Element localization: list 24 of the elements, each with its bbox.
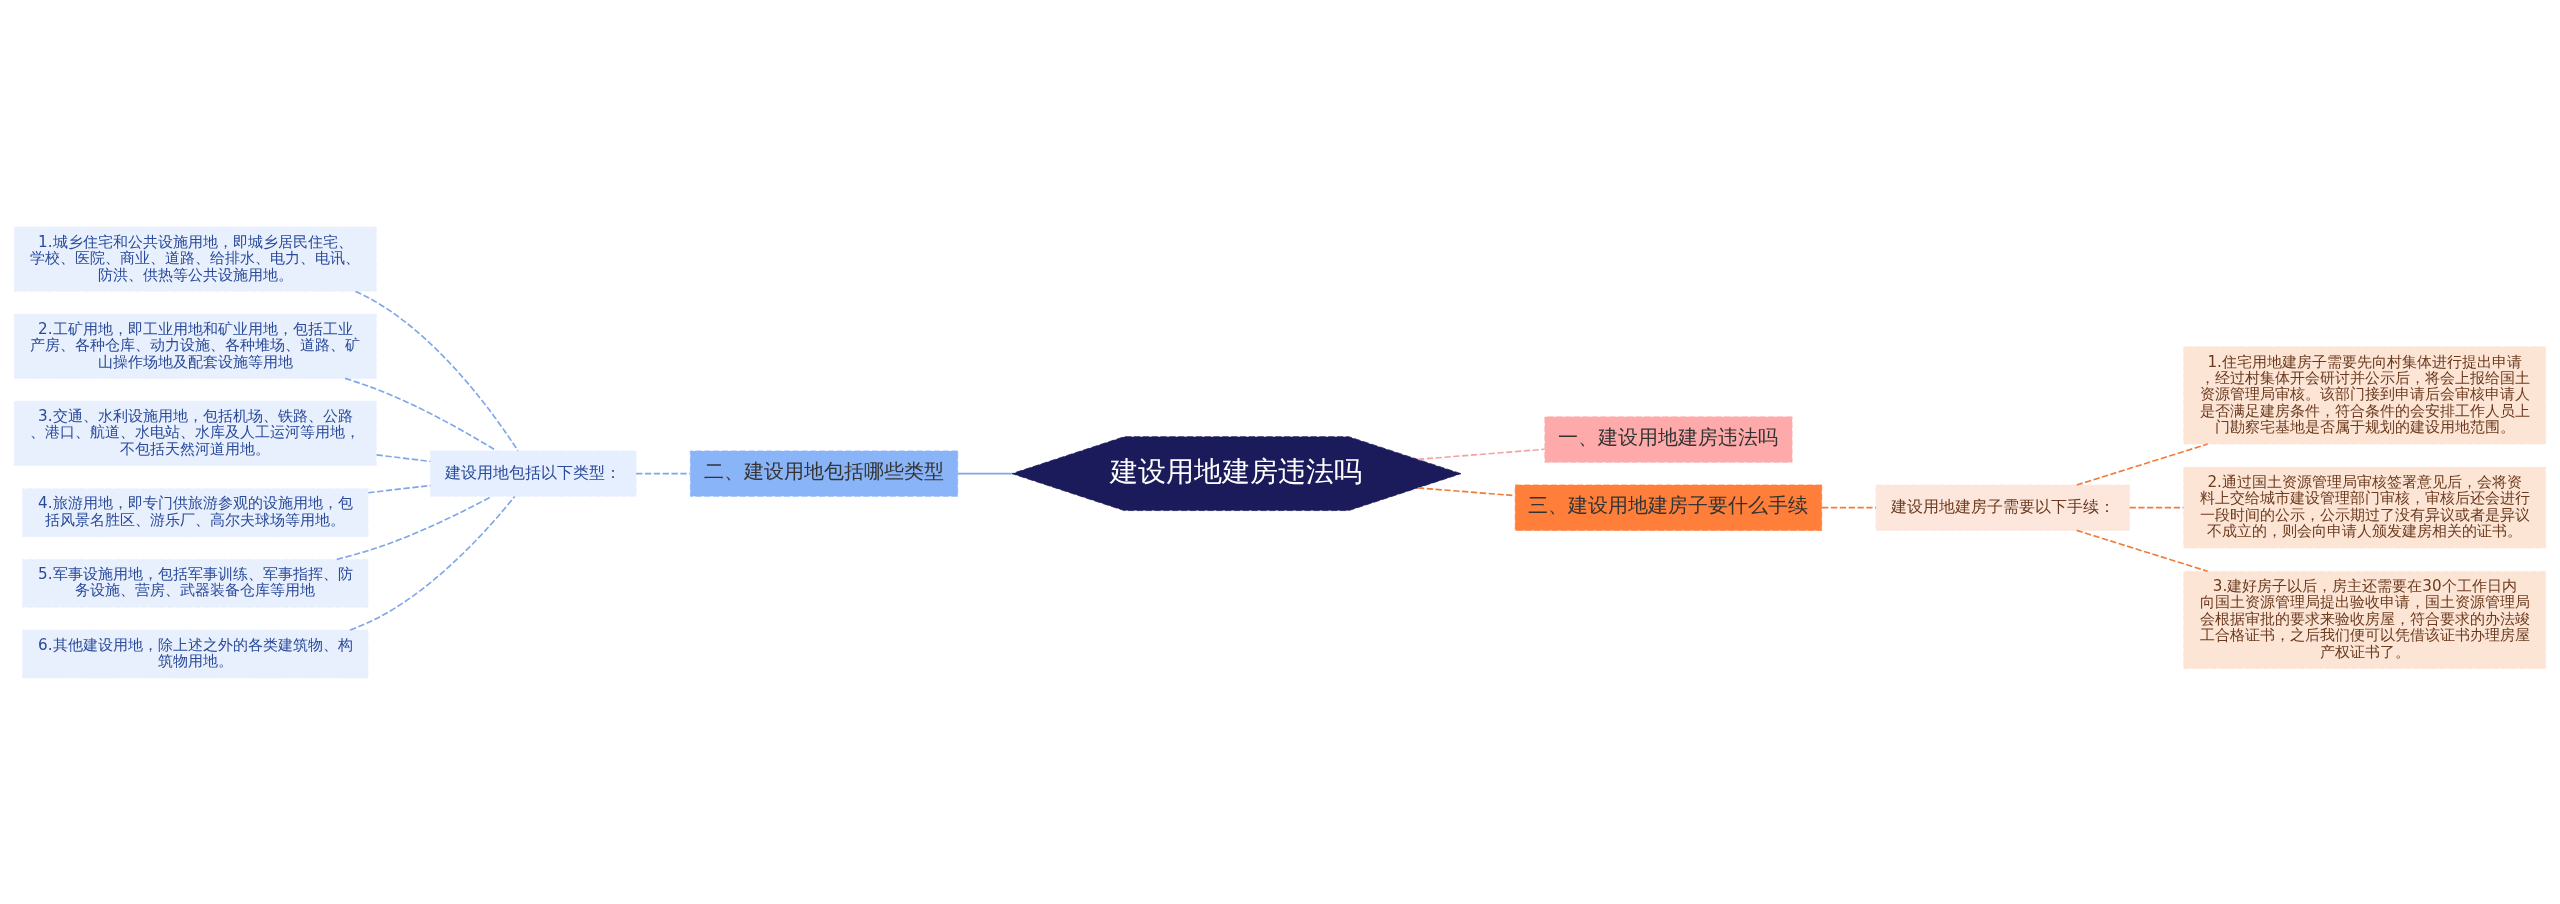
connector [635,472,692,474]
node-box: 5.军事设施用地，包括军事训练、军事指挥、防务设施、营房、武器装备仓库等用地 [22,558,369,608]
node-box: 建设用地包括以下类型： [430,450,637,497]
connector [1821,506,1877,508]
node-box: 一、建设用地建房违法吗 [1544,416,1793,463]
connector [2075,442,2209,486]
node-box: 3.建好房子以后，房主还需要在30个工作日内向国土资源管理局提出验收申请，国土资源管理局会根据审批的要求来验收房屋，符合要求的办法竣工合格证书，之后我们便可以凭借该证书办理房屋产权证书了。 [2183,570,2547,669]
node-box: 1.住宅用地建房子需要先向村集体进行提出申请，经过村集体开会研讨并公示后，将会上报给国土资源管理局审核。该部门接到申请后会审核申请人是否满足建房条件，符合条件的会安排工作人员上门勘察宅基地是否属于规划的建设用地范围。 [2183,346,2547,444]
node-box: 1.城乡住宅和公共设施用地，即城乡居民住宅、学校、医院、商业、道路、给排水、电力、电讯、防洪、供热等公共设施用地。 [13,226,377,292]
node-box: 4.旅游用地，即专门供旅游参观的设施用地，包括风景名胜区、游乐厂、高尔夫球场等用地。 [22,487,369,537]
node-box: 2.工矿用地，即工业用地和矿业用地，包括工业产房、各种仓库、动力设施、各种堆场、道路、矿山操作场地及配套设施等用地 [13,313,377,379]
node-box: 6.其他建设用地，除上述之外的各类建筑物、构筑物用地。 [22,629,369,678]
node-box: 二、建设用地包括哪些类型 [690,450,959,497]
connector [1417,447,1546,460]
node-box: 2.通过国土资源管理局审核签署意见后，会将资料上交给城市建设管理部门审核，审核后还会进行一段时间的公示，公示期过了没有异议或者是异议不成立的，则会向申请人颁发建房相关的证书。 [2183,466,2547,548]
node-box: 建设用地建房子需要以下手续： [1875,484,2130,531]
connector [335,495,493,560]
connector [349,495,516,631]
connector [354,290,519,452]
node-box: 三、建设用地建房子要什么手续 [1514,484,1823,531]
connector [957,472,1013,474]
connector [2075,529,2209,572]
connector [375,453,431,462]
node-box: 3.交通、水利设施用地，包括机场、铁路、公路、港口、航道、水电站、水库及人工运河等用地，不包括天然河道用地。 [13,400,377,466]
